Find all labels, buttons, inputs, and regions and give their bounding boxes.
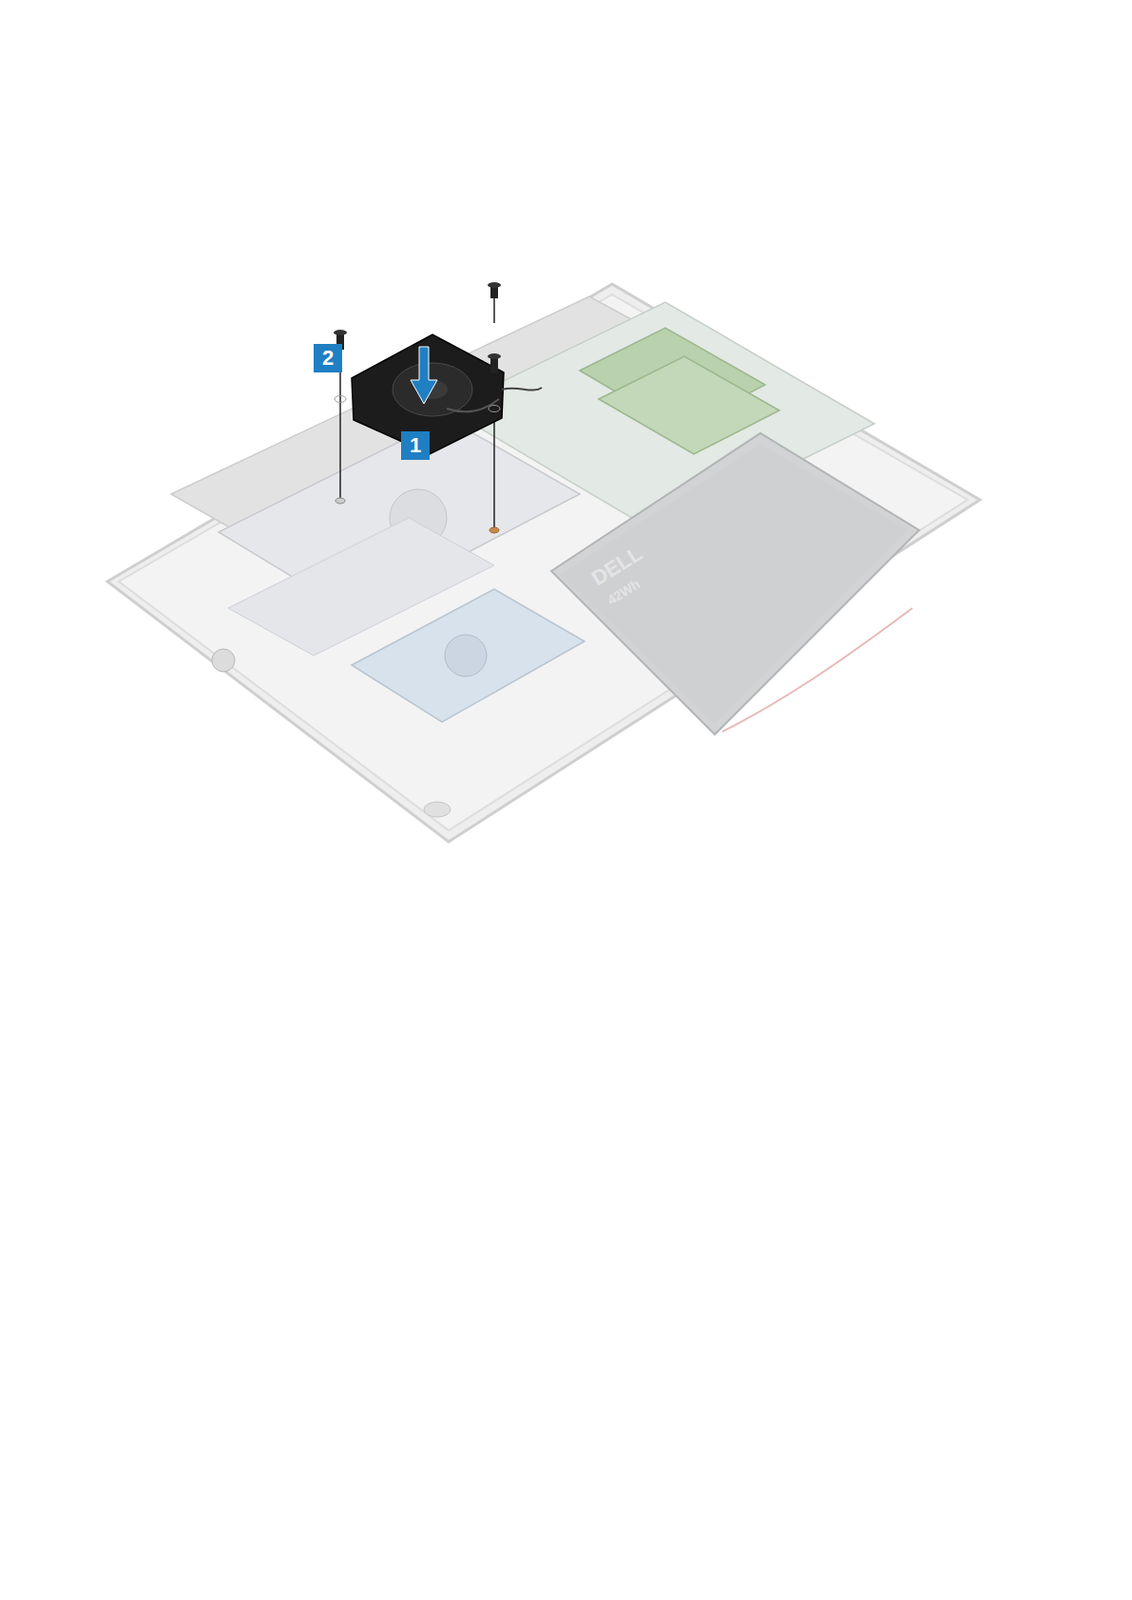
screw — [487, 353, 501, 374]
screw — [487, 282, 501, 299]
speaker-wire — [722, 608, 913, 732]
battery-top — [560, 443, 908, 725]
battery — [551, 433, 920, 735]
hard-drive-platter — [444, 634, 487, 677]
callout-number: 2 — [313, 344, 343, 373]
fan — [351, 334, 542, 455]
hard-drive — [351, 589, 585, 723]
screw-hole — [489, 527, 499, 534]
callout-number: 1 — [401, 431, 430, 461]
coin-cell — [211, 649, 235, 672]
screw-ring — [488, 405, 500, 413]
chassis-inner — [118, 294, 968, 831]
speaker — [423, 802, 451, 818]
placement-arrow — [410, 346, 438, 404]
screw-guide-line — [493, 296, 496, 324]
screw-hole — [335, 498, 346, 504]
chassis-base — [107, 284, 980, 843]
screw-guide-line — [339, 353, 342, 500]
screw-ring — [334, 396, 346, 403]
